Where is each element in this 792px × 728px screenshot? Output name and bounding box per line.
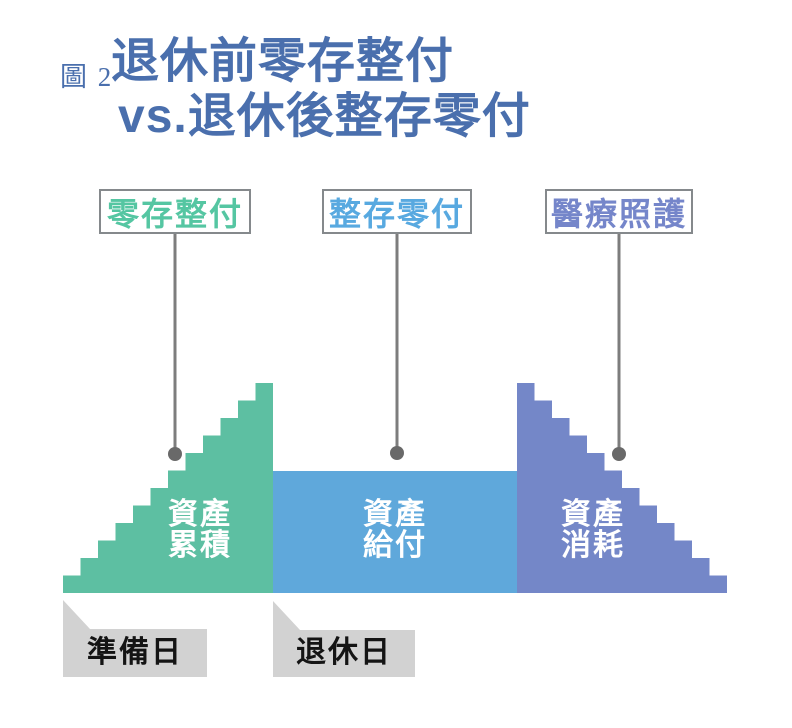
asset-accumulation-label: 資產 累積 bbox=[140, 499, 260, 561]
asset-depletion-stairs bbox=[517, 383, 727, 593]
stage-label-accumulation-box: 零存整付 bbox=[99, 189, 251, 234]
asset-accumulation-label-line2: 累積 bbox=[168, 529, 232, 562]
milestone-preparation-label: 準備日 bbox=[87, 636, 183, 669]
stage-label-medical-box: 醫療照護 bbox=[545, 189, 693, 234]
asset-payout-label-line1: 資產 bbox=[363, 498, 427, 531]
page-title: 退休前零存整付 vs.退休後整存零付 bbox=[111, 34, 531, 144]
title-line-2: vs.退休後整存零付 bbox=[118, 90, 531, 143]
asset-depletion-label: 資產 消耗 bbox=[533, 499, 653, 561]
asset-payout-label: 資產 給付 bbox=[335, 499, 455, 561]
milestone-retirement-label: 退休日 bbox=[296, 636, 392, 669]
connector-dot-payout bbox=[390, 446, 404, 460]
asset-payout-block bbox=[273, 471, 517, 593]
connector-dot-medical bbox=[612, 447, 626, 461]
stage-label-accumulation: 零存整付 bbox=[106, 195, 243, 232]
asset-accumulation-label-line1: 資產 bbox=[168, 498, 232, 531]
milestone-callout-preparation bbox=[63, 600, 207, 677]
stage-label-medical: 醫療照護 bbox=[550, 195, 687, 232]
asset-payout-label-line2: 給付 bbox=[363, 529, 427, 562]
stage-label-payout-box: 整存零付 bbox=[322, 189, 472, 234]
figure-number: 圖 2 bbox=[60, 62, 114, 92]
asset-depletion-label-line2: 消耗 bbox=[561, 529, 625, 562]
milestone-callout-retirement bbox=[273, 601, 415, 677]
title-line-1: 退休前零存整付 bbox=[111, 35, 455, 88]
asset-accumulation-stairs bbox=[63, 383, 273, 593]
connector-dot-accumulation bbox=[168, 447, 182, 461]
stage-label-payout: 整存零付 bbox=[328, 195, 465, 232]
asset-depletion-label-line1: 資產 bbox=[561, 498, 625, 531]
